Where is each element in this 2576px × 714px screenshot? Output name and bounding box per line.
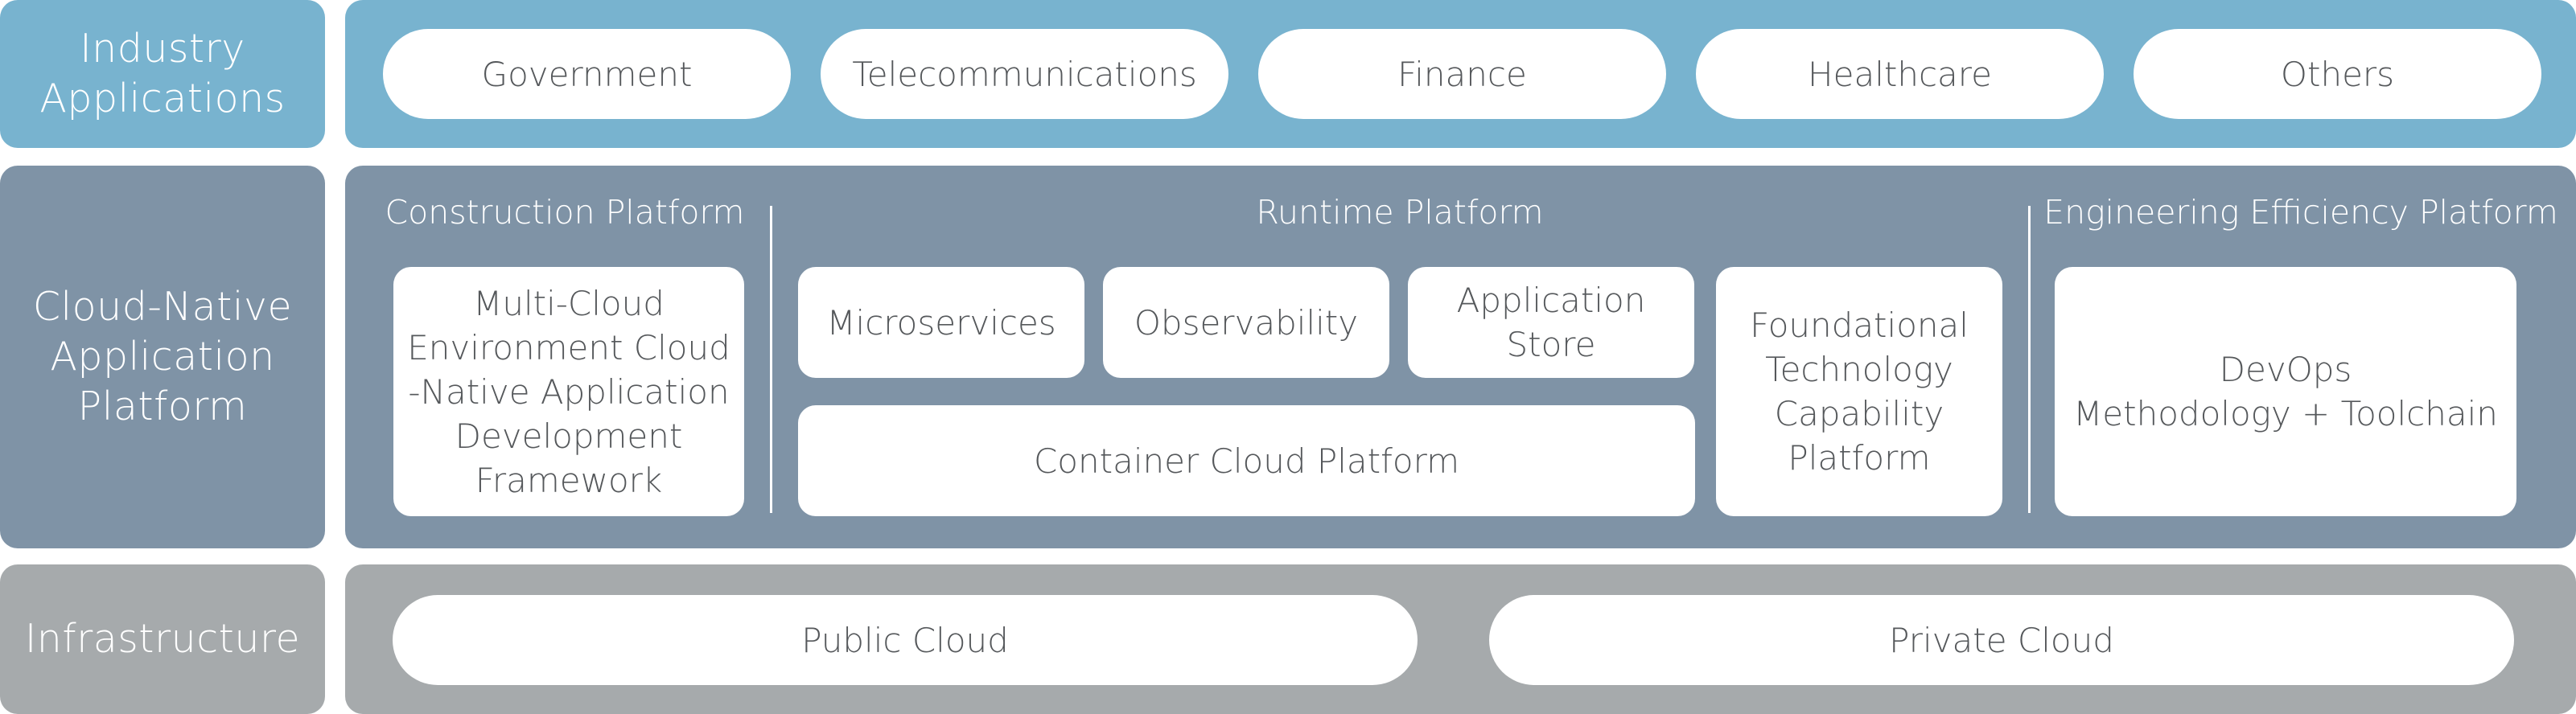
runtime-box-microservices: Microservices: [798, 267, 1084, 378]
industry-item-others: Others: [2134, 29, 2541, 119]
container-cloud-platform-box: Container Cloud Platform: [798, 405, 1695, 516]
infrastructure-label: Infrastructure: [0, 564, 325, 714]
cloud-native-platform-label: Cloud-Native Application Platform: [0, 166, 325, 548]
runtime-engineering-divider: [2028, 206, 2031, 513]
devops-box: DevOps Methodology + Toolchain: [2055, 267, 2516, 516]
industry-item-finance: Finance: [1258, 29, 1666, 119]
industry-applications-label: Industry Applications: [0, 0, 325, 148]
industry-item-telecommunications: Telecommunications: [821, 29, 1228, 119]
construction-framework-box: Multi-Cloud Environment Cloud -Native Ap…: [393, 267, 744, 516]
industry-item-healthcare: Healthcare: [1696, 29, 2104, 119]
runtime-box-observability: Observability: [1103, 267, 1389, 378]
industry-item-government: Government: [383, 29, 791, 119]
engineering-efficiency-title: Engineering Efficiency Platform: [2043, 193, 2558, 232]
runtime-box-application-store: Application Store: [1408, 267, 1694, 378]
construction-platform-title: Construction Platform: [385, 193, 745, 232]
construction-runtime-divider: [770, 206, 772, 513]
runtime-platform-title: Runtime Platform: [1256, 193, 1544, 232]
foundational-technology-box: Foundational Technology Capability Platf…: [1716, 267, 2002, 516]
private-cloud-box: Private Cloud: [1489, 595, 2514, 685]
public-cloud-box: Public Cloud: [393, 595, 1418, 685]
